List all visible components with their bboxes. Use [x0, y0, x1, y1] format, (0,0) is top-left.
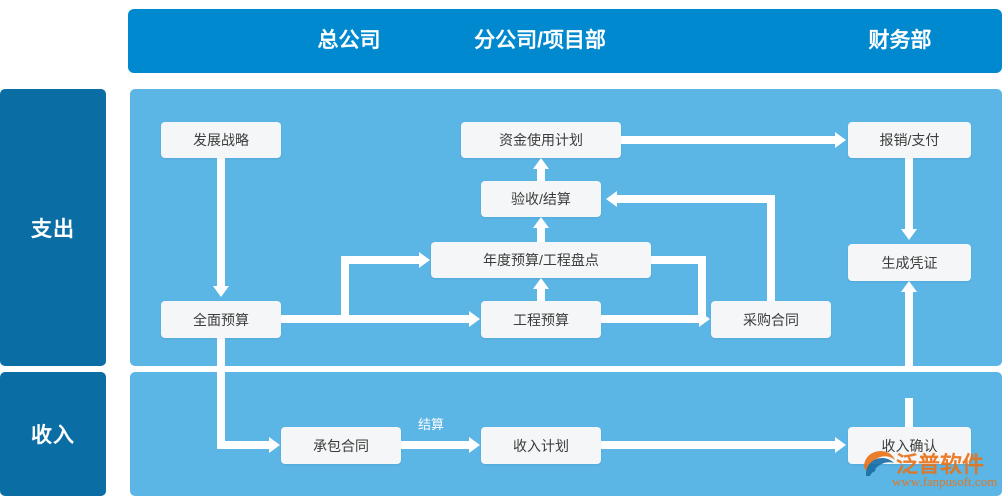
node-reimburse-pay-label: 报销/支付 — [879, 132, 940, 148]
edge-fundplan-to-reimburse — [621, 136, 835, 144]
edge-reimburse-to-voucher — [905, 158, 913, 229]
node-annual-budget[interactable]: 年度预算/工程盘点 — [431, 242, 651, 278]
rail-expense-text: 支出 — [31, 217, 75, 241]
edge-overallbudget-branch-horizontal — [341, 256, 421, 264]
rail-income-text: 收入 — [31, 424, 75, 447]
edge-contract-to-incomeplan-arrowhead — [469, 437, 480, 453]
edge-fundplan-to-reimburse-arrowhead — [835, 132, 846, 148]
edge-devstrategy-to-overallbudget-arrowhead — [213, 286, 229, 297]
edge-reimburse-to-voucher-arrowhead — [901, 229, 917, 240]
edge-annualbudget-elbow-horizontal — [651, 256, 706, 264]
header-column-fengongsi: 分公司/项目部 — [474, 29, 606, 52]
edge-incomeplan-to-incomeconfirm-arrowhead — [835, 437, 846, 453]
node-purchase-contract[interactable]: 采购合同 — [711, 301, 831, 338]
edge-acceptance-to-fundplan-arrowhead — [533, 158, 549, 169]
edge-projectbudget-to-annualbudget — [537, 289, 545, 303]
edge-annualbudget-elbow-vertical — [698, 256, 706, 319]
edge-overallbudget-to-projectbudget-arrowhead — [469, 311, 480, 327]
rail-label-income: 收入 — [0, 372, 106, 496]
fanpu-logo-icon — [864, 451, 895, 476]
edge-purchase-to-acceptance-vertical — [767, 195, 775, 303]
department-header-bar: 总公司 分公司/项目部 财务部 — [128, 9, 1002, 73]
watermark-url: www.fanpusoft.com — [892, 474, 998, 489]
edge-projectbudget-to-annualbudget-arrowhead — [533, 278, 549, 289]
node-overall-budget[interactable]: 全面预算 — [161, 301, 281, 338]
node-reimburse-pay[interactable]: 报销/支付 — [848, 122, 971, 158]
node-contract-label: 承包合同 — [313, 437, 369, 454]
edge-overallbudget-to-contract-vertical-lower — [217, 372, 225, 442]
edge-overallbudget-to-projectbudget — [281, 315, 469, 323]
edge-projectbudget-to-purchase — [601, 315, 699, 323]
edge-overallbudget-to-contract-horizontal — [217, 441, 269, 449]
node-fund-use-plan[interactable]: 资金使用计划 — [461, 122, 621, 158]
node-income-plan[interactable]: 收入计划 — [481, 427, 601, 464]
edge-annualbudget-to-acceptance — [537, 228, 545, 242]
node-generate-voucher[interactable]: 生成凭证 — [848, 244, 971, 281]
node-dev-strategy[interactable]: 发展战略 — [161, 122, 281, 158]
edge-incomeconfirm-to-voucher-lower — [905, 398, 913, 427]
edge-overallbudget-to-annualbudget-arrowhead — [419, 252, 430, 268]
edge-incomeconfirm-to-voucher-arrowhead — [901, 281, 917, 292]
node-project-budget[interactable]: 工程预算 — [481, 301, 601, 338]
node-income-plan-label: 收入计划 — [513, 437, 569, 454]
edge-incomeconfirm-to-voucher-upper — [905, 292, 913, 366]
edge-overallbudget-branch-vertical — [341, 256, 349, 319]
header-column-zonggongsi: 总公司 — [317, 29, 381, 52]
node-income-confirm[interactable]: 收入确认 — [848, 427, 971, 464]
edge-label-settlement: 结算 — [418, 417, 445, 432]
node-income-confirm-label: 收入确认 — [881, 437, 938, 454]
watermark: 泛普软件 www.fanpusoft.com — [862, 447, 1002, 496]
edge-contract-to-incomeplan — [401, 441, 469, 449]
node-acceptance-settlement[interactable]: 验收/结算 — [481, 181, 601, 217]
edge-overallbudget-to-contract-vertical-upper — [217, 338, 225, 366]
edge-purchase-to-acceptance-horizontal — [617, 195, 775, 203]
edge-incomeplan-to-incomeconfirm — [601, 441, 835, 449]
node-project-budget-label: 工程预算 — [513, 311, 569, 328]
node-purchase-contract-label: 采购合同 — [743, 311, 799, 328]
node-generate-voucher-label: 生成凭证 — [881, 254, 938, 271]
node-fund-use-plan-label: 资金使用计划 — [499, 132, 583, 148]
node-contract[interactable]: 承包合同 — [281, 427, 401, 464]
node-dev-strategy-label: 发展战略 — [193, 132, 249, 148]
edge-purchase-to-acceptance-arrowhead — [606, 191, 617, 207]
node-overall-budget-label: 全面预算 — [193, 311, 249, 328]
edge-projectbudget-to-purchase-arrowhead — [699, 311, 710, 327]
header-column-caiwubu: 财务部 — [868, 29, 932, 52]
edge-overallbudget-to-contract-arrowhead — [269, 437, 280, 453]
edge-devstrategy-to-overallbudget — [217, 158, 225, 286]
node-annual-budget-label: 年度预算/工程盘点 — [483, 252, 599, 268]
edge-annualbudget-to-acceptance-arrowhead — [533, 217, 549, 228]
rail-label-expense: 支出 — [0, 89, 106, 366]
edge-acceptance-to-fundplan — [537, 169, 545, 181]
node-acceptance-settlement-label: 验收/结算 — [511, 191, 571, 207]
watermark-brand: 泛普软件 — [896, 452, 985, 477]
